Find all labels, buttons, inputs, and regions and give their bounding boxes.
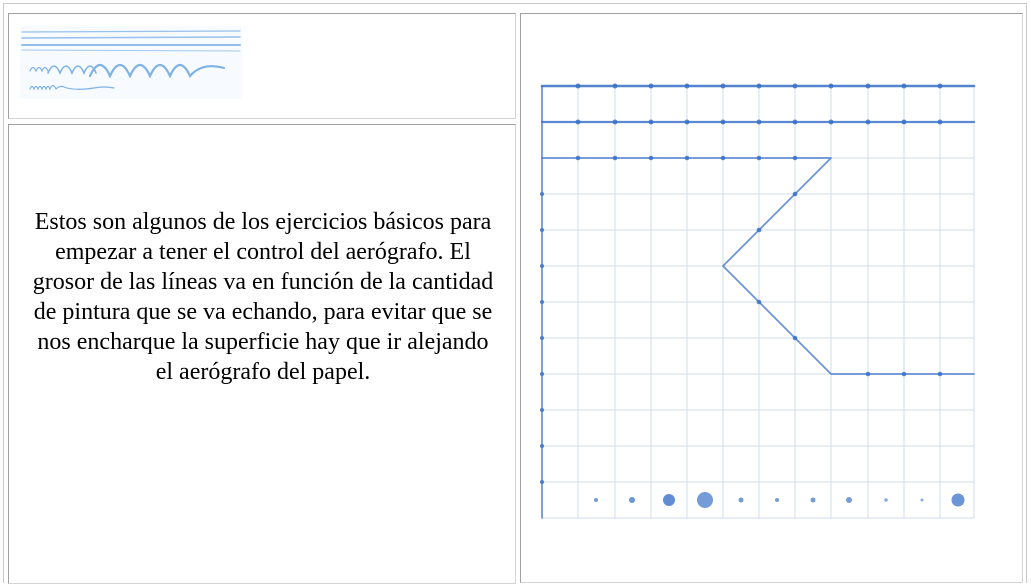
description-paragraph: Estos son algunos de los ejercicios bási… <box>32 209 494 385</box>
page-frame <box>3 3 1027 583</box>
airbrush-loops-exercise-image <box>20 26 242 99</box>
thumbnail-cell <box>8 13 516 119</box>
airbrush-grid-exercise-image <box>528 66 988 536</box>
